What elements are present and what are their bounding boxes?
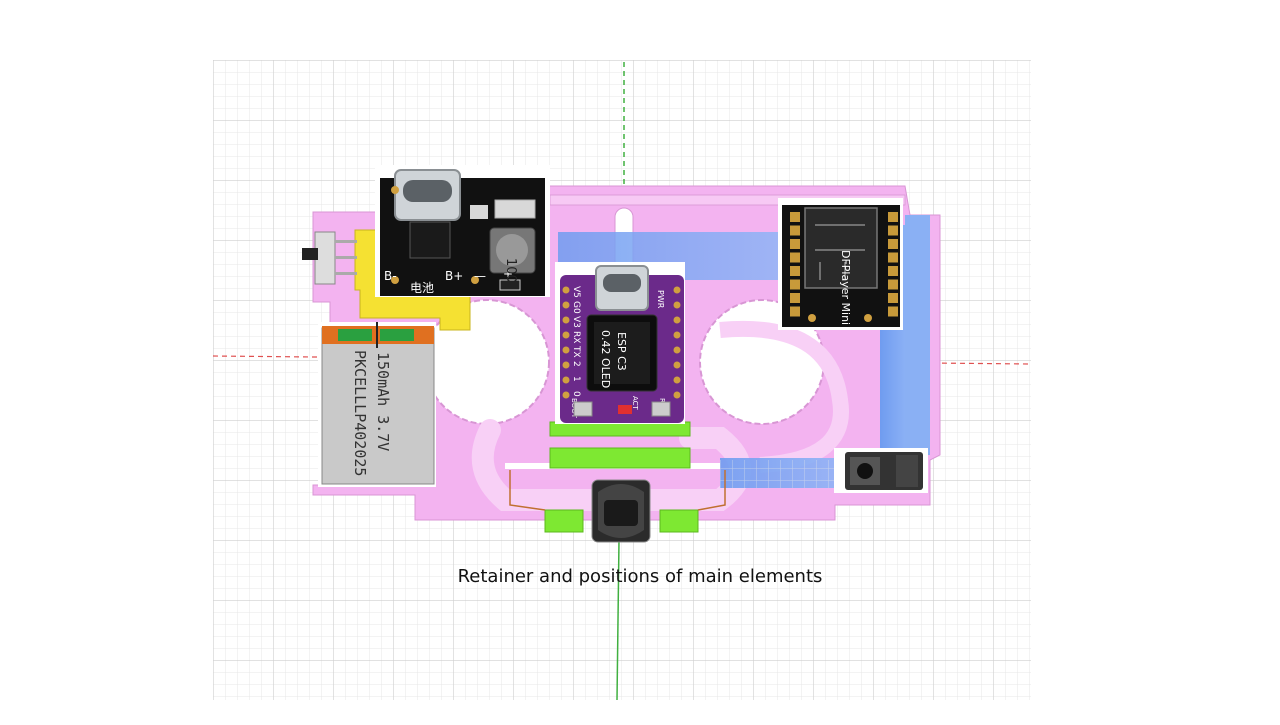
green-parts [509, 421, 726, 533]
diagram-caption: Retainer and positions of main elements [457, 566, 823, 587]
esp-pin-pad [562, 391, 570, 399]
boot-button [573, 401, 593, 417]
dfplayer-pin [888, 266, 898, 276]
esp-pin-pad [673, 316, 681, 324]
dfplayer-mini: DFPlayer Mini [778, 198, 903, 330]
esp-pin-pad [562, 301, 570, 309]
battery-label-model: PKCELLLP402025 [351, 350, 369, 476]
esp-pin-label: 0 [571, 391, 581, 397]
charger-label-minus: — [474, 269, 486, 283]
chip-label-line2: 0.42 OLED [599, 330, 612, 388]
charger-label-battery: 电池 [410, 281, 434, 295]
esp-pin-label: TX [571, 345, 581, 358]
dfplayer-pins-right [888, 212, 898, 317]
charger-label-plus: + [503, 267, 513, 281]
dfplayer-pin [790, 252, 800, 263]
charger-board: B- 电池 B+ — + 100 [375, 165, 550, 297]
esp-pin-label: V5 [571, 286, 581, 298]
dfplayer-pin [888, 225, 898, 236]
esp-pin-pad [562, 376, 570, 384]
esp-pin-pad [673, 331, 681, 339]
dfplayer-pin [888, 252, 898, 263]
dfplayer-pin [790, 266, 800, 276]
dfplayer-pin [888, 293, 898, 303]
dfplayer-pin [790, 293, 800, 303]
tactile-button [591, 479, 651, 543]
y-axis-line-bottom [616, 539, 620, 701]
esp-pin-pad [673, 391, 681, 399]
inductor-label: 100 [503, 258, 518, 283]
esp-pin-pad [562, 331, 570, 339]
dfplayer-pin [790, 212, 800, 222]
dfplayer-pin [790, 306, 800, 317]
sd-card-slot [804, 207, 878, 289]
label-pwr: PWR [656, 290, 665, 309]
dfplayer-pin [888, 306, 898, 317]
lipo-battery: PKCELLLP402025 150mAh 3.7V [318, 322, 436, 487]
rst-button [651, 401, 671, 417]
audio-jack [834, 448, 928, 493]
dfplayer-pin [888, 279, 898, 290]
esp-pin-pad [673, 376, 681, 384]
dfplayer-pin [790, 239, 800, 249]
esp-pin-label: 2 [571, 361, 581, 367]
label-act: ACT [631, 396, 639, 411]
chip-label-line1: ESP C3 [615, 332, 628, 371]
dfplayer-pin [888, 239, 898, 249]
esp-pin-pad [562, 286, 570, 294]
dfplayer-pin [790, 279, 800, 290]
battery-label-capacity: 150mAh 3.7V [374, 352, 392, 451]
esp-pin-pad [673, 301, 681, 309]
esp-pin-label: G0 [571, 301, 581, 314]
dfplayer-pin [790, 225, 800, 236]
esp-pin-pad [562, 361, 570, 369]
charger-label-bplus: B+ [445, 269, 463, 283]
esp-pin-pad [673, 286, 681, 294]
esp-pin-label: 1 [571, 376, 581, 382]
esp-pin-pad [562, 316, 570, 324]
dfplayer-pins-left [790, 212, 800, 317]
esp-pin-pad [673, 361, 681, 369]
dfplayer-pin [888, 212, 898, 222]
esp-pin-label: RX [571, 331, 581, 343]
esp-pin-pad [562, 346, 570, 354]
status-led [618, 405, 632, 414]
esp-pin-pad [673, 346, 681, 354]
charger-label-bminus: B- [384, 269, 397, 283]
dfplayer-label: DFPlayer Mini [839, 250, 852, 325]
esp-pin-label: V3 [571, 316, 581, 328]
slide-switch [302, 231, 357, 285]
